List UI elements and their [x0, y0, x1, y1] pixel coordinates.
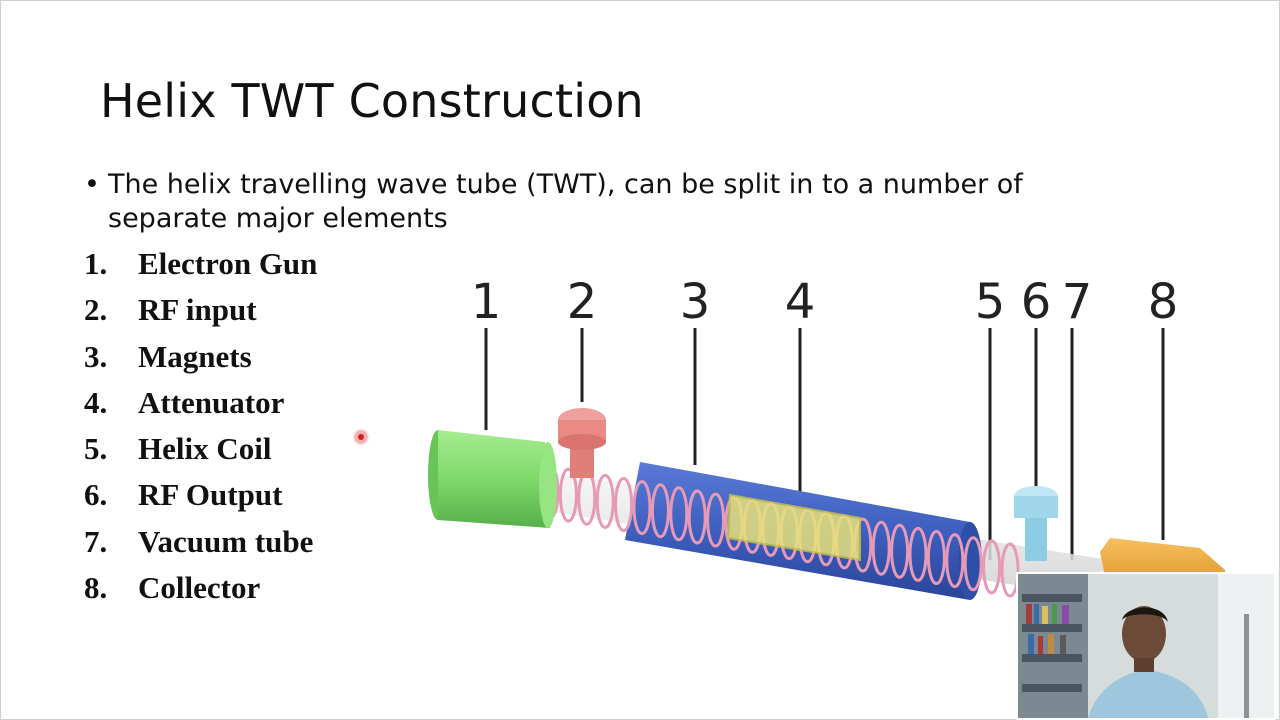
helix-loop	[908, 526, 928, 582]
item-number: 2.	[84, 292, 108, 328]
helix-loop	[706, 492, 726, 548]
helix-loop	[945, 533, 965, 589]
list-item: 8. Collector	[84, 568, 317, 614]
item-label: Attenuator	[138, 384, 285, 420]
callout-lines	[484, 328, 1165, 560]
rf-output	[1014, 496, 1058, 518]
callout-number-3: 3	[680, 274, 711, 330]
electron-gun	[438, 430, 550, 528]
intro-bullet: • The helix travelling wave tube (TWT), …	[84, 168, 1084, 236]
helix-loop	[614, 477, 634, 532]
list-item: 2. RF input	[84, 290, 317, 336]
helix-loop	[558, 467, 578, 523]
intro-text: The helix travelling wave tube (TWT), ca…	[108, 169, 1023, 234]
helix-loop	[982, 539, 1002, 595]
helix-loop	[687, 489, 707, 545]
item-label: RF input	[138, 292, 257, 328]
item-label: RF Output	[138, 477, 283, 513]
laser-pointer-icon	[355, 431, 367, 443]
bullet-dot: •	[84, 169, 100, 200]
item-number: 4.	[84, 384, 108, 420]
helix-loop	[595, 473, 615, 529]
electron-gun-face	[539, 442, 557, 528]
helix-loop	[1000, 542, 1020, 598]
list-item: 5. Helix Coil	[84, 429, 317, 475]
item-number: 6.	[84, 477, 108, 513]
list-item: 4. Attenuator	[84, 383, 317, 429]
list-item: 1. Electron Gun	[84, 244, 317, 290]
callout-number-7: 7	[1062, 274, 1093, 330]
list-item: 6. RF Output	[84, 475, 317, 521]
helix-loop	[926, 530, 946, 585]
slide-title: Helix TWT Construction	[100, 74, 644, 128]
twt-diagram: 1 2 3 4 5 6 7 8	[410, 270, 1240, 630]
item-label: Helix Coil	[138, 431, 272, 467]
attenuator	[726, 493, 861, 562]
callout-number-1: 1	[471, 274, 502, 330]
item-label: Vacuum tube	[138, 523, 314, 559]
item-number: 5.	[84, 431, 108, 467]
item-label: Collector	[138, 570, 261, 606]
presenter-video	[1018, 574, 1274, 718]
list-item: 3. Magnets	[84, 337, 317, 383]
callout-number-8: 8	[1148, 274, 1179, 330]
helix-loop	[632, 480, 652, 536]
callout-number-4: 4	[785, 274, 816, 330]
rf-output-stem	[1025, 506, 1047, 561]
list-item: 7. Vacuum tube	[84, 522, 317, 568]
callout-number-6: 6	[1021, 274, 1052, 330]
rf-input-base	[558, 434, 606, 450]
item-label: Electron Gun	[138, 246, 318, 281]
callout-number-5: 5	[975, 274, 1006, 330]
item-number: 1.	[84, 246, 108, 281]
item-label: Magnets	[138, 338, 252, 374]
parts-list: 1. Electron Gun 2. RF input 3. Magnets 4. At…	[84, 244, 317, 614]
item-number: 3.	[84, 338, 108, 374]
webcam-overlay	[1016, 572, 1276, 720]
item-number: 8.	[84, 570, 108, 606]
callout-number-2: 2	[567, 274, 598, 330]
helix-loop	[669, 486, 689, 542]
helix-loop	[650, 483, 670, 539]
helix-loop	[963, 536, 983, 592]
helix-loop	[871, 520, 891, 576]
item-number: 7.	[84, 523, 108, 559]
helix-loop	[890, 523, 910, 579]
twt-diagram-svg: 1 2 3 4 5 6 7 8	[428, 274, 1225, 600]
